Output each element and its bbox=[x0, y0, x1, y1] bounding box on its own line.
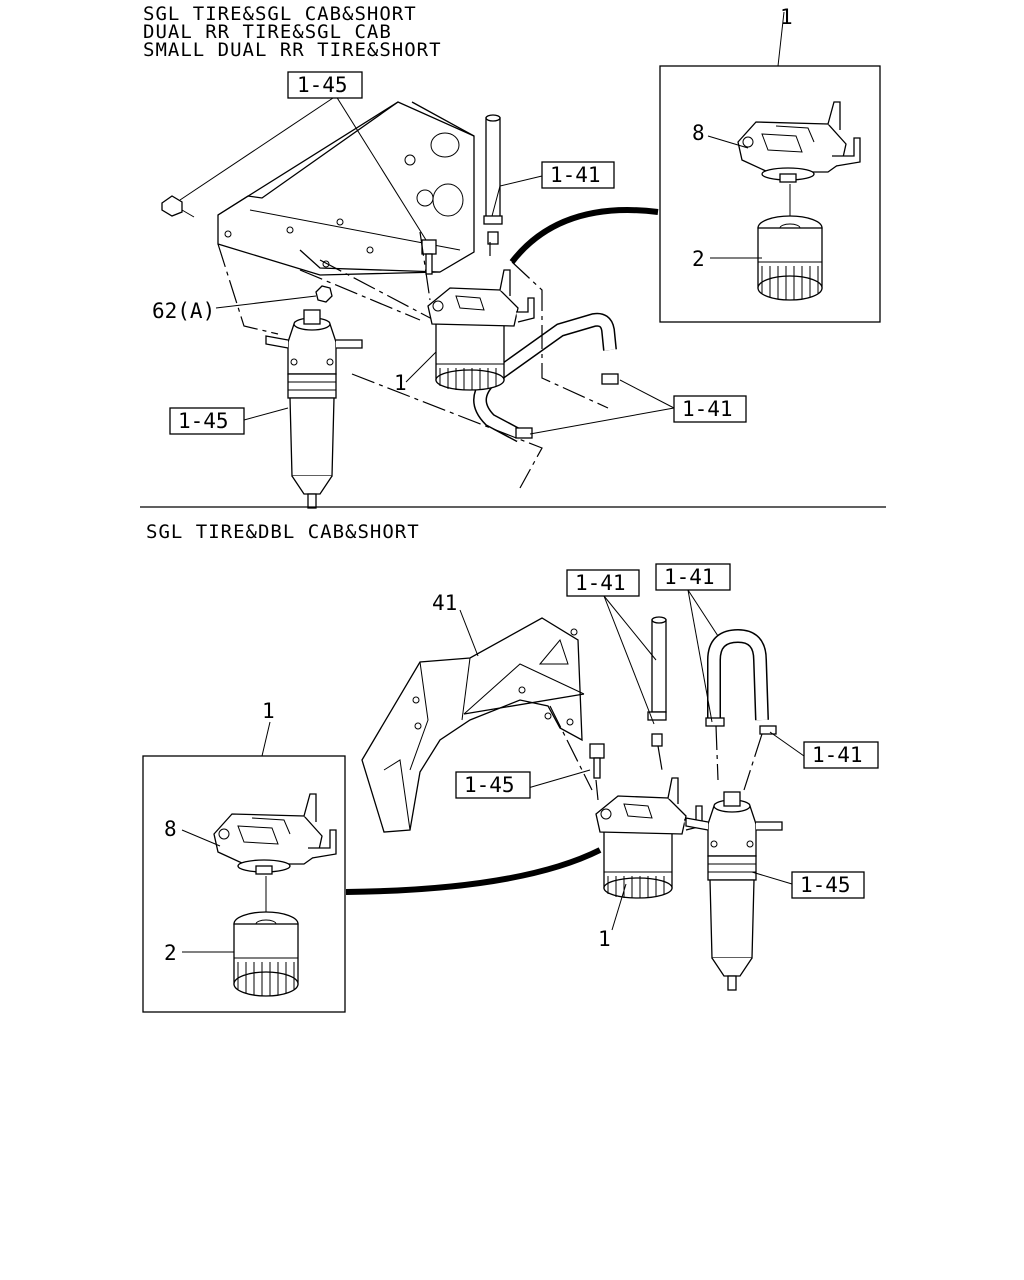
top-nut bbox=[315, 285, 333, 303]
svg-text:1-41: 1-41 bbox=[682, 397, 733, 421]
svg-text:1-45: 1-45 bbox=[464, 773, 515, 797]
top-header-line-1: SGL TIRE&SGL CAB&SHORT bbox=[143, 3, 417, 25]
bottom-detail-box bbox=[142, 755, 346, 1013]
top-ref-separator[interactable]: 1-45 bbox=[169, 407, 245, 435]
bottom-section: SGL TIRE&DBL CAB&SHORT bbox=[142, 521, 879, 1013]
svg-text:1-41: 1-41 bbox=[550, 163, 601, 187]
top-header-line-3: SMALL DUAL RR TIRE&SHORT bbox=[143, 39, 442, 61]
bottom-water-separator bbox=[685, 791, 783, 991]
top-u-hose bbox=[473, 312, 619, 443]
top-label-detail-head: 8 bbox=[692, 121, 705, 145]
top-ref-bracket[interactable]: 1-45 bbox=[287, 71, 363, 99]
top-ref-hose[interactable]: 1-41 bbox=[541, 161, 615, 189]
svg-text:1-45: 1-45 bbox=[297, 73, 348, 97]
bottom-label-detail-element: 2 bbox=[164, 941, 177, 965]
top-detail-box bbox=[659, 65, 881, 323]
bottom-label-filter-assembly: 1 bbox=[598, 927, 611, 951]
bottom-header: SGL TIRE&DBL CAB&SHORT bbox=[146, 521, 420, 543]
svg-text:1-45: 1-45 bbox=[178, 409, 229, 433]
top-bolt-left bbox=[161, 195, 195, 218]
svg-text:1-41: 1-41 bbox=[664, 565, 715, 589]
bottom-bracket bbox=[361, 617, 585, 833]
top-label-filter-assembly: 1 bbox=[394, 371, 407, 395]
bottom-ref-hose-a[interactable]: 1-41 bbox=[566, 569, 640, 597]
bottom-label-bracket: 41 bbox=[432, 591, 457, 615]
svg-text:1-41: 1-41 bbox=[812, 743, 863, 767]
top-water-separator bbox=[265, 309, 363, 509]
top-bracket bbox=[217, 101, 475, 276]
bottom-u-hose bbox=[705, 628, 777, 735]
bottom-straight-hose bbox=[647, 616, 667, 747]
top-label-detail-element: 2 bbox=[692, 247, 705, 271]
bottom-label-detail-head: 8 bbox=[164, 817, 177, 841]
top-straight-hose bbox=[483, 114, 503, 245]
bottom-ref-bolt[interactable]: 1-45 bbox=[455, 771, 531, 799]
bottom-ref-separator[interactable]: 1-45 bbox=[791, 871, 865, 899]
top-fuel-filter bbox=[427, 269, 535, 391]
bottom-fuel-filter bbox=[595, 777, 703, 899]
bottom-bolt bbox=[589, 743, 605, 779]
top-header-line-2: DUAL RR TIRE&SGL CAB bbox=[143, 21, 392, 43]
svg-text:1-41: 1-41 bbox=[575, 571, 626, 595]
top-section: SGL TIRE&SGL CAB&SHORT DUAL RR TIRE&SGL … bbox=[143, 3, 881, 509]
top-ref-hose-clamp[interactable]: 1-41 bbox=[673, 395, 747, 423]
bottom-ref-hose-c[interactable]: 1-41 bbox=[803, 741, 879, 769]
top-label-nut: 62(A) bbox=[152, 299, 215, 323]
svg-text:1-45: 1-45 bbox=[800, 873, 851, 897]
top-label-detail-assembly: 1 bbox=[780, 5, 793, 29]
bottom-label-detail-assembly: 1 bbox=[262, 699, 275, 723]
bottom-ref-hose-b[interactable]: 1-41 bbox=[655, 563, 731, 591]
